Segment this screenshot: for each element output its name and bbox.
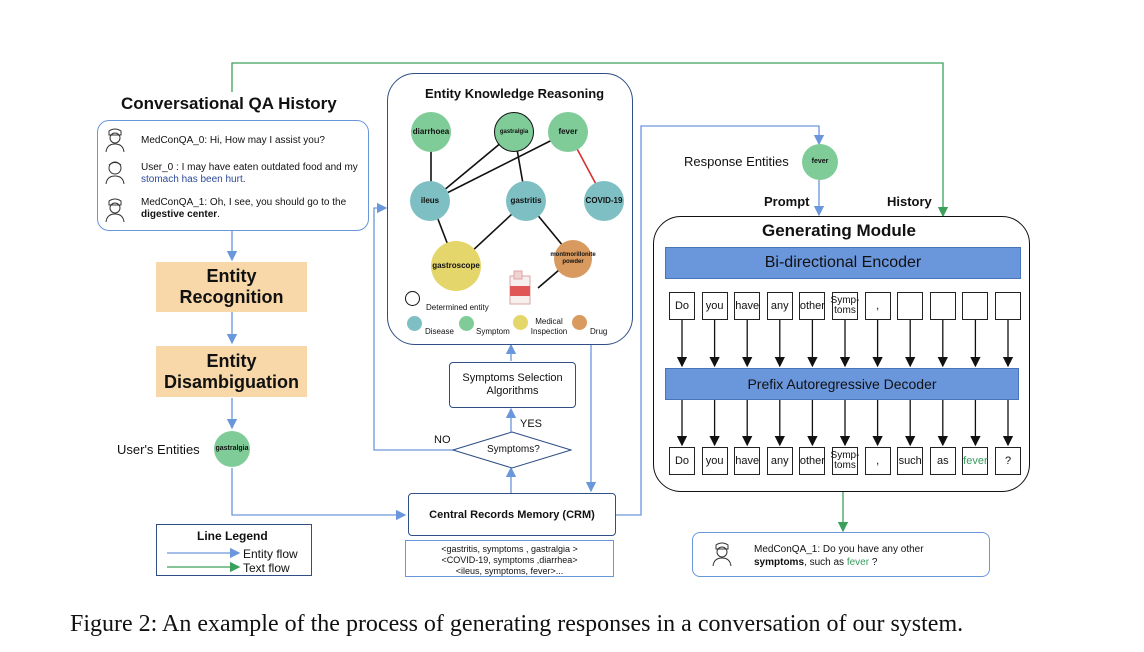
node-ileus: ileus	[410, 181, 450, 221]
input-token-10	[995, 292, 1021, 320]
output-token-2: have	[734, 447, 761, 475]
node-gastroscope: gastroscope	[431, 241, 481, 291]
legend-entity-flow: Entity flow	[243, 547, 298, 561]
response-entities-label: Response Entities	[684, 154, 789, 169]
node-gastralgia: gastralgia	[494, 112, 534, 152]
legend-determined-icon	[405, 291, 420, 306]
legend-inspection: Medical Inspection	[530, 317, 568, 336]
node-gastritis: gastritis	[506, 181, 546, 221]
input-token-3: any	[766, 292, 793, 320]
history-title: Conversational QA History	[121, 94, 337, 113]
input-token-5: Symp- toms	[831, 292, 859, 320]
decoder-bar: Prefix Autoregressive Decoder	[665, 368, 1019, 400]
output-token-10: ?	[995, 447, 1021, 475]
history-label: History	[887, 194, 932, 209]
reasoning-panel: Entity Knowledge Reasoning diarrhoea gas…	[387, 73, 633, 345]
flow-crm-to-response	[616, 125, 825, 516]
legend-title: Line Legend	[197, 529, 268, 543]
legend-drug: Drug	[590, 327, 608, 336]
response-entity-node: fever	[802, 144, 838, 180]
crm-record: <ileus, symptoms, fever>...	[455, 566, 564, 576]
legend-entity-line	[167, 547, 241, 573]
crm-records-box: <gastritis, symptoms , gastralgia > <COV…	[405, 540, 614, 577]
entity-disambiguation-box: Entity Disambiguation	[156, 346, 307, 397]
text-flow-history-line	[231, 62, 949, 218]
legend-determined: Determined entity	[426, 303, 489, 312]
output-token-8: as	[929, 447, 956, 475]
history-turn-1: User_0 : I may have eaten outdated food …	[141, 162, 358, 185]
figure-caption: Figure 2: An example of the process of g…	[70, 611, 964, 637]
input-token-7	[897, 292, 924, 320]
legend-disease-icon	[407, 316, 422, 331]
output-token-5: Symp- toms	[831, 447, 859, 475]
legend-text-flow: Text flow	[243, 561, 290, 575]
output-token-1: you	[701, 447, 728, 475]
node-montmorillonite: montmorillonite powder	[550, 240, 596, 278]
node-covid: COVID-19	[584, 181, 624, 221]
legend-drug-icon	[572, 315, 587, 330]
line-legend: Line Legend Entity flow Text flow	[156, 524, 312, 576]
decision-yes: YES	[520, 418, 543, 430]
encoder-bar: Bi-directional Encoder	[665, 247, 1021, 279]
crm-record: <gastritis, symptoms , gastralgia >	[441, 544, 578, 554]
entity-recognition-box: Entity Recognition	[156, 262, 307, 312]
history-panel: MedConQA_0: Hi, How may I assist you? Us…	[97, 120, 369, 231]
input-token-1: you	[701, 292, 728, 320]
output-token-7: such	[897, 447, 924, 475]
symptoms-selection-box: Symptoms Selection Algorithms	[449, 362, 576, 408]
input-token-0: Do	[669, 292, 695, 320]
nurse-avatar-icon	[105, 198, 125, 223]
legend-inspection-icon	[513, 315, 528, 330]
generating-title: Generating Module	[762, 221, 916, 240]
node-diarrhoea: diarrhoea	[411, 112, 451, 152]
crm-box: Central Records Memory (CRM)	[408, 493, 616, 536]
decision-label: Symptoms?	[487, 444, 540, 455]
output-token-6: ,	[864, 447, 891, 475]
token-arrows	[676, 320, 1014, 447]
nurse-avatar-icon	[105, 128, 125, 153]
output-token-3: any	[766, 447, 793, 475]
history-highlight: stomach has been hurt	[141, 174, 243, 185]
input-token-8	[929, 292, 956, 320]
input-token-2: have	[734, 292, 761, 320]
user-avatar-icon	[105, 161, 125, 185]
nurse-avatar-icon	[712, 542, 732, 567]
flow-entities-to-crm	[231, 468, 407, 521]
crm-record: <COVID-19, symptoms ,diarrhea>	[441, 555, 578, 565]
decision-no: NO	[434, 434, 451, 446]
input-token-6: ,	[864, 292, 891, 320]
history-turn-2: MedConQA_1: Oh, I see, you should go to …	[141, 197, 347, 220]
history-turn-0: MedConQA_0: Hi, How may I assist you?	[141, 135, 325, 146]
node-fever: fever	[548, 112, 588, 152]
legend-symptom-icon	[459, 316, 474, 331]
users-entity-node: gastralgia	[214, 431, 250, 467]
users-entities-label: User's Entities	[117, 442, 200, 457]
generating-module: Generating Module Bi-directional Encoder…	[653, 216, 1030, 492]
response-highlight: fever	[846, 557, 870, 568]
legend-disease: Disease	[425, 327, 454, 336]
drug-package-icon	[509, 270, 531, 305]
legend-symptom: Symptom	[476, 327, 510, 336]
output-token-9: fever	[962, 447, 989, 475]
input-token-4: other	[799, 292, 826, 320]
prompt-label: Prompt	[764, 194, 810, 209]
output-token-0: Do	[669, 447, 695, 475]
reasoning-title: Entity Knowledge Reasoning	[425, 86, 605, 101]
output-token-4: other	[799, 447, 826, 475]
flow-no-branch	[373, 202, 453, 451]
decision-diamond	[452, 431, 572, 469]
input-token-9	[962, 292, 989, 320]
